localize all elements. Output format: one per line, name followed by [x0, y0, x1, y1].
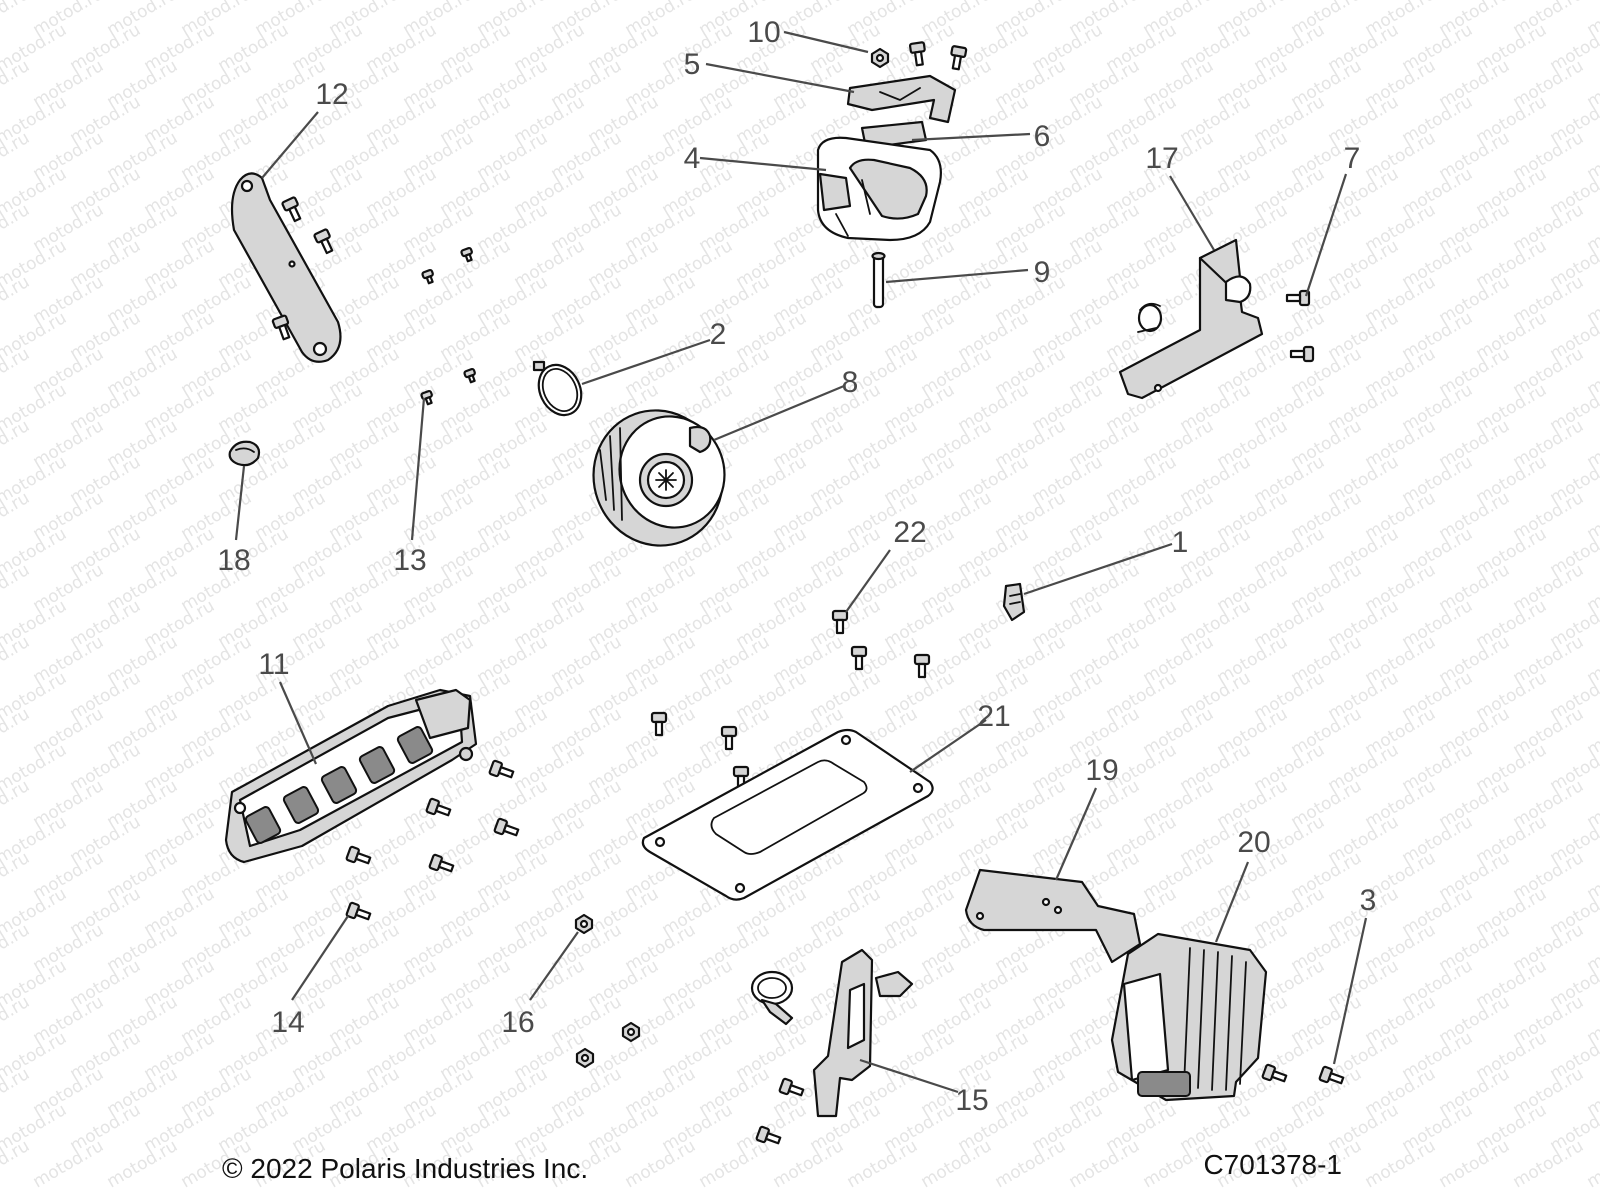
watermark: motod.ru — [622, 1136, 700, 1192]
part-17-bracket — [1118, 238, 1264, 400]
callout-19: 19 — [1085, 754, 1118, 787]
diagram-id: C701378-1 — [1203, 1149, 1342, 1180]
watermark: motod.ru — [1066, 1136, 1144, 1192]
callout-12: 12 — [315, 78, 348, 111]
leader-lines — [234, 30, 1368, 1094]
watermark: motod.ru — [1510, 1136, 1588, 1192]
watermark: motod.ru — [1362, 1136, 1440, 1192]
part-2-ring-clamp — [532, 360, 583, 417]
watermark: motod.ru — [992, 1136, 1070, 1192]
part-9-pin — [871, 251, 886, 309]
callout-21: 21 — [977, 700, 1010, 733]
callout-10: 10 — [747, 16, 780, 49]
part-8-cap — [592, 409, 726, 547]
part-15-bracket — [750, 948, 914, 1149]
callout-6: 6 — [1034, 120, 1051, 153]
callout-9: 9 — [1034, 256, 1051, 289]
callout-18: 18 — [217, 544, 250, 577]
watermark: motod.ru — [104, 1136, 182, 1192]
part-21-plate — [641, 711, 934, 901]
watermark: motod.ru — [918, 1136, 996, 1192]
callout-15: 15 — [955, 1084, 988, 1117]
callout-13: 13 — [393, 544, 426, 577]
callout-17: 17 — [1145, 142, 1178, 175]
part-18-grommet — [228, 440, 261, 467]
watermark: motod.ru — [844, 1136, 922, 1192]
callout-8: 8 — [842, 366, 859, 399]
part-19-bracket — [964, 868, 1142, 964]
callout-11: 11 — [258, 648, 289, 681]
watermark: motod.ru — [1436, 1136, 1514, 1192]
part-1-clip — [1002, 582, 1026, 622]
callout-16: 16 — [501, 1006, 534, 1039]
part-10-nut — [870, 47, 890, 69]
callout-22: 22 — [893, 516, 926, 549]
watermark: motod.ru — [770, 1136, 848, 1192]
part-4-ignition-coil — [816, 120, 942, 242]
watermark: motod.ru — [696, 1136, 774, 1192]
callout-7: 7 — [1344, 142, 1361, 175]
part-20-regulator — [1110, 932, 1268, 1102]
callout-3: 3 — [1360, 884, 1377, 917]
watermark: motod.ru — [1584, 1136, 1600, 1192]
watermark: motod.ru — [30, 1136, 108, 1192]
callout-4: 4 — [684, 142, 701, 175]
watermark: motod.ru — [0, 0, 33, 40]
part-11-fuse-box — [224, 688, 478, 864]
copyright-text: © 2022 Polaris Industries Inc. — [222, 1153, 588, 1184]
part-5-bracket — [846, 74, 957, 124]
part-12-bracket — [230, 172, 342, 363]
callout-1: 1 — [1172, 526, 1189, 559]
callout-5: 5 — [684, 48, 701, 81]
callout-20: 20 — [1237, 826, 1270, 859]
callout-2: 2 — [710, 318, 727, 351]
callout-14: 14 — [271, 1006, 304, 1039]
callout-labels: 10 5 6 4 12 17 7 9 2 8 18 13 22 1 11 21 … — [217, 16, 1376, 1117]
